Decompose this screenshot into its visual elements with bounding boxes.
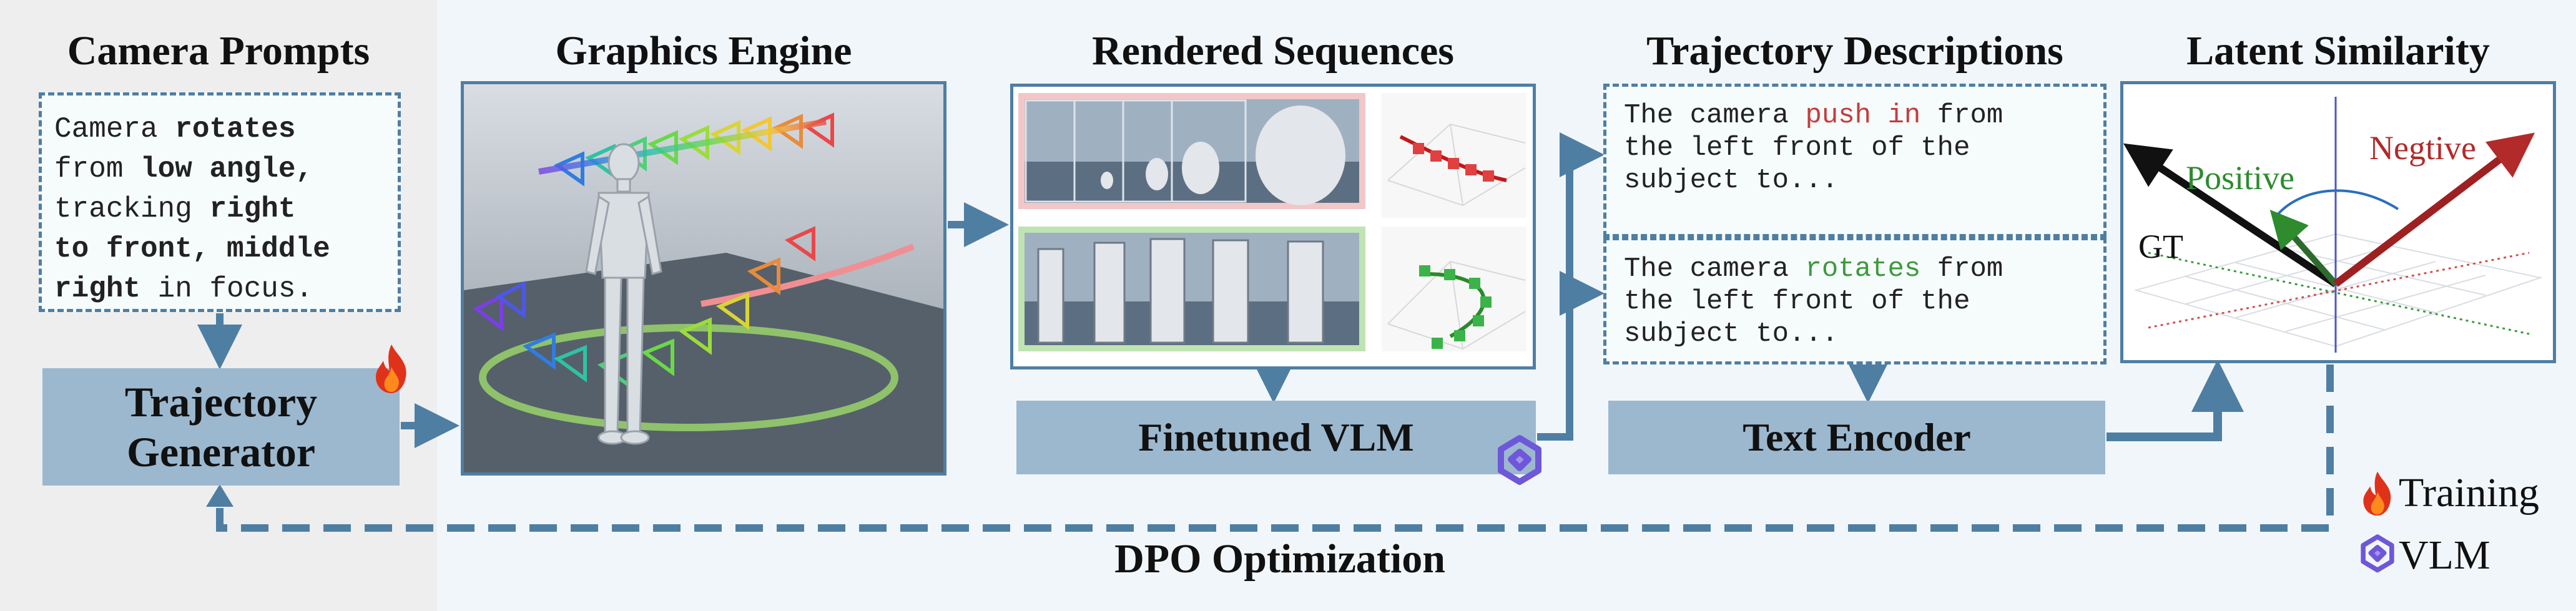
dpo-arrowhead [206, 484, 234, 507]
rotates-phrase: rotates [1805, 253, 1921, 285]
trajectory-generator-block: Trajectory Generator [42, 368, 400, 486]
grid-floor [2133, 233, 2543, 348]
negative-trajectory-plot [1382, 93, 1526, 218]
negative-label: Negtive [2369, 129, 2476, 167]
angle-arc [2276, 189, 2399, 217]
title-latent-similarity: Latent Similarity [2186, 28, 2490, 74]
title-graphics-engine: Graphics Engine [555, 28, 852, 74]
fire-icon [376, 345, 406, 393]
dpo-optimization-label: DPO Optimization [1114, 536, 1445, 582]
text-encoder-block: Text Encoder [1608, 401, 2105, 474]
rendered-sequences-view [1010, 84, 1536, 369]
prompt-line-2: from low angle, [54, 153, 313, 185]
rendered-sequences-scene [1018, 93, 1526, 351]
vlm-logo-icon [1498, 435, 1541, 485]
legend-training-label: Training [2399, 470, 2539, 516]
positive-sequence-frames [1037, 238, 1324, 344]
legend-vlm-icon [2361, 534, 2394, 573]
axis-y [2148, 252, 2530, 335]
gt-label: GT [2138, 228, 2183, 265]
legend-fire-icon [2363, 471, 2391, 516]
prompt-line-1: Camera rotates [54, 113, 296, 145]
dpo-feedback-loop [216, 364, 2334, 532]
trajectory-arc [701, 243, 915, 307]
mannequin-figure [585, 143, 662, 445]
title-rendered-sequences: Rendered Sequences [1092, 28, 1454, 74]
trajectory-description-negative: The camera push in from the left front o… [1603, 84, 2107, 237]
camera-prompt-box: Camera rotates from low angle, tracking … [39, 92, 401, 312]
prompt-line-4: to front, middle [54, 233, 330, 265]
negative-sequence-frames [1025, 99, 1345, 205]
gt-vector [2123, 143, 2338, 288]
graphics-engine-view [461, 81, 946, 476]
engine-scene [464, 84, 943, 472]
positive-vector [2269, 210, 2338, 286]
arrow-encoder-to-similarity [2107, 359, 2244, 441]
trajectory-description-positive: The camera rotates from the left front o… [1603, 237, 2107, 364]
push-in-phrase: push in [1805, 100, 1921, 131]
legend-vlm-label: VLM [2399, 532, 2490, 578]
prompt-line-3: tracking right [54, 193, 296, 225]
similarity-vectors: Negtive Positive GT [2123, 97, 2543, 353]
prompt-line-5: right in focus. [54, 273, 313, 305]
title-trajectory-descriptions: Trajectory Descriptions [1646, 28, 2063, 74]
negative-vector [2333, 132, 2535, 287]
axis-x [2148, 252, 2530, 329]
title-camera-prompts: Camera Prompts [67, 28, 370, 74]
finetuned-vlm-block: Finetuned VLM [1016, 401, 1536, 474]
positive-label: Positive [2186, 159, 2294, 197]
latent-similarity-plot: Negtive Positive GT [2120, 81, 2556, 363]
positive-trajectory-plot [1382, 227, 1526, 351]
